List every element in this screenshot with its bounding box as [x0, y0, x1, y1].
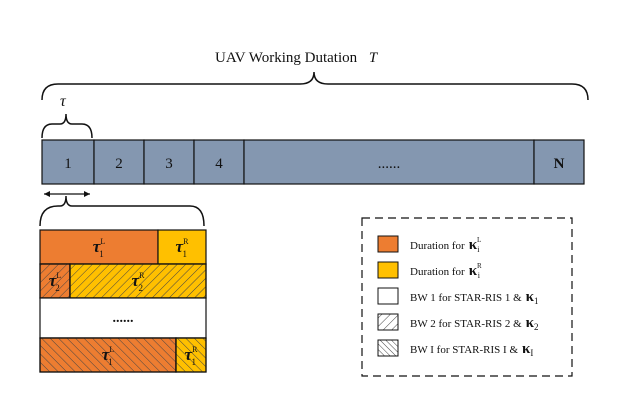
detail-segment-hatch — [175, 337, 207, 373]
legend-swatch-orange — [377, 235, 399, 253]
legend-label: BW 2 for STAR-RIS 2 &κ2 — [410, 315, 539, 332]
time-slots: 1 2 3 4...... N — [41, 139, 585, 185]
time-slot-label: ...... — [378, 156, 401, 172]
time-slot-label: 3 — [165, 156, 173, 172]
time-slot-label: 1 — [64, 156, 72, 172]
time-slot-2 — [93, 139, 145, 185]
time-slot-3 — [143, 139, 195, 185]
time-slot-label: 4 — [215, 156, 223, 172]
detail-segment-hatch — [39, 337, 177, 373]
detail-segment-hatch — [69, 263, 207, 299]
time-slot-1 — [41, 139, 95, 185]
detail-brace — [39, 195, 205, 227]
legend-swatch-white — [377, 287, 399, 305]
time-slot-label: 2 — [115, 156, 123, 172]
ellipsis-text: ...... — [113, 311, 134, 326]
tau-label: τ — [60, 93, 67, 110]
legend-swatch-yellow — [377, 261, 399, 279]
duration-brace — [41, 71, 589, 101]
time-slot-5 — [243, 139, 535, 185]
legend-label: BW 1 for STAR-RIS 1 &κ1 — [410, 289, 539, 306]
detail-row-ellipsis — [39, 297, 207, 339]
detail-segment-hatch — [39, 263, 71, 299]
legend-label: BW I for STAR-RIS I &κI — [410, 341, 533, 358]
time-slot-6 — [533, 139, 585, 185]
title-symbol: T — [369, 50, 379, 66]
tau-brace — [41, 113, 93, 139]
title-text: UAV Working Dutation T — [215, 50, 379, 66]
legend-box — [361, 217, 573, 377]
time-slot-label: N — [554, 156, 565, 172]
